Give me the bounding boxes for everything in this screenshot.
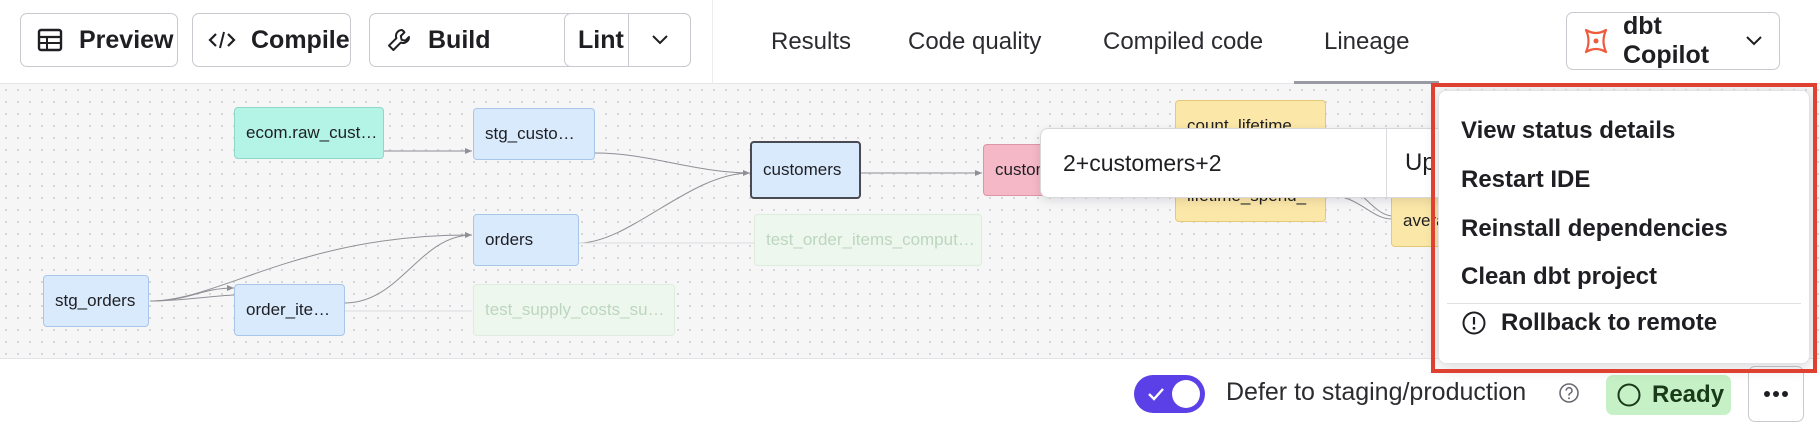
build-button[interactable]: Build — [370, 14, 496, 66]
wrench-icon — [384, 25, 414, 55]
node-label: test_supply_costs_su… — [485, 300, 665, 319]
menu-item-view-status-details[interactable]: View status details — [1461, 117, 1676, 144]
defer-toggle[interactable] — [1134, 375, 1205, 413]
menu-item-clean-dbt-project[interactable]: Clean dbt project — [1461, 263, 1658, 290]
status-circle-icon — [1616, 382, 1642, 408]
tab-results[interactable]: Results — [771, 0, 851, 84]
lineage-node[interactable]: stg_custo… — [473, 108, 595, 160]
tab-label: Results — [771, 28, 852, 55]
preview-label: Preview — [79, 25, 174, 54]
status-bar: Defer to staging/production Ready — [0, 358, 1820, 430]
lineage-node-test[interactable]: test_supply_costs_su… — [473, 284, 675, 336]
menu-divider — [1447, 303, 1801, 304]
more-options-button[interactable] — [1748, 366, 1804, 422]
lineage-edges — [149, 148, 1393, 312]
node-label: stg_orders — [55, 291, 136, 310]
lineage-node-test[interactable]: test_order_items_comput… — [754, 214, 982, 266]
table-icon — [35, 25, 65, 55]
menu-item-restart-ide[interactable]: Restart IDE — [1461, 166, 1591, 193]
lint-label: Lint — [578, 25, 624, 54]
lineage-node[interactable]: stg_orders — [43, 275, 149, 327]
lineage-node[interactable]: order_ite… — [234, 284, 345, 336]
chevron-down-icon — [1745, 35, 1763, 47]
tab-label: Compiled code — [1103, 28, 1264, 55]
node-label: orders — [485, 230, 534, 249]
dbt-logo-icon — [1581, 26, 1611, 56]
tab-label: Code quality — [908, 28, 1042, 55]
tab-compiled-code[interactable]: Compiled code — [1103, 0, 1263, 84]
tab-lineage[interactable]: Lineage — [1293, 0, 1440, 84]
alert-circle-icon — [1461, 310, 1487, 336]
status-badge[interactable]: Ready — [1606, 375, 1731, 415]
selector-input[interactable]: 2+customers+2 — [1063, 149, 1222, 176]
chevron-down-icon — [651, 34, 669, 46]
lineage-node-selected[interactable]: customers — [750, 141, 861, 199]
update-graph-button[interactable]: Up — [1405, 149, 1436, 176]
defer-label: Defer to staging/production — [1226, 378, 1527, 406]
status-label: Ready — [1652, 381, 1725, 408]
help-icon[interactable] — [1558, 382, 1580, 404]
tab-code-quality[interactable]: Code quality — [908, 0, 1041, 84]
code-icon — [207, 25, 237, 55]
tab-label: Lineage — [1324, 28, 1410, 55]
node-label: stg_custo… — [485, 124, 575, 143]
ellipsis-icon — [1763, 390, 1789, 398]
compile-label: Compile — [251, 25, 350, 54]
menu-item-label: Rollback to remote — [1501, 309, 1718, 336]
divider — [627, 14, 630, 66]
lineage-selector-popover: 2+customers+2 Up — [1040, 128, 1460, 198]
lint-dropdown-toggle[interactable] — [629, 14, 690, 66]
lineage-node[interactable]: orders — [473, 214, 579, 266]
lint-split-button: Lint — [564, 13, 691, 67]
menu-item-rollback-to-remote[interactable]: Rollback to remote — [1461, 309, 1717, 337]
preview-button[interactable]: Preview — [20, 13, 178, 67]
node-label: customers — [763, 160, 842, 179]
divider — [1386, 129, 1387, 197]
more-options-menu: View status details Restart IDE Reinstal… — [1438, 90, 1810, 364]
toolbar-divider — [712, 0, 713, 84]
menu-item-reinstall-dependencies[interactable]: Reinstall dependencies — [1461, 215, 1728, 242]
build-label: Build — [428, 25, 491, 54]
node-label: test_order_items_comput… — [766, 230, 975, 249]
toggle-knob — [1172, 380, 1200, 408]
toolbar: Preview Compile Build Lint — [0, 0, 1820, 84]
node-label: order_ite… — [246, 300, 331, 319]
check-icon — [1145, 383, 1167, 405]
lineage-node[interactable]: ecom.raw_cust… — [234, 107, 384, 159]
lint-button[interactable]: Lint — [565, 14, 628, 66]
node-label: ecom.raw_cust… — [246, 123, 378, 142]
compile-button[interactable]: Compile — [192, 13, 351, 67]
copilot-label: dbt Copilot — [1623, 12, 1710, 69]
dbt-copilot-button[interactable]: dbt Copilot — [1566, 12, 1780, 70]
